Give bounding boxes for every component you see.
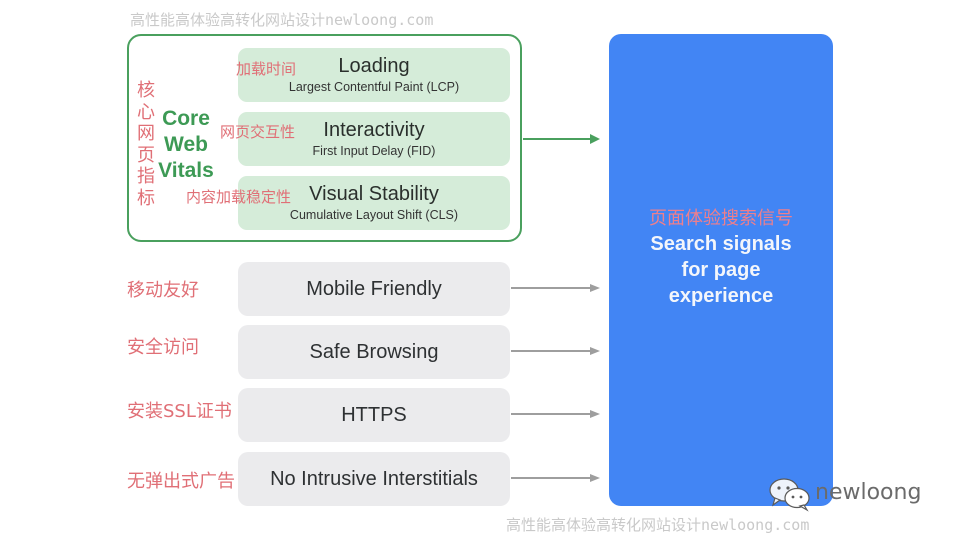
core-web-vitals-label-en: Core Web Vitals: [157, 106, 215, 184]
metric-interactivity: Interactivity First Input Delay (FID): [238, 112, 510, 166]
signal-label-cn: 移动友好: [127, 280, 199, 301]
signal-title: No Intrusive Interstitials: [270, 467, 478, 490]
metric-loading: Loading Largest Contentful Paint (LCP): [238, 48, 510, 102]
watermark-top: 高性能高体验高转化网站设计newloong.com: [130, 11, 434, 29]
signal-https: HTTPS: [238, 388, 510, 442]
search-signals-label-en: Search signals for page experience: [609, 231, 833, 309]
target-line: for page: [681, 259, 761, 281]
metric-title: Loading: [338, 55, 410, 77]
signal-label-cn: 安装SSL证书: [127, 401, 232, 422]
metric-label-cn: 网页交互性: [220, 123, 296, 141]
metric-title: Visual Stability: [309, 183, 439, 205]
core-web-vitals-label-cn: 核心网页指标: [137, 80, 155, 209]
signal-label-cn: 无弹出式广告: [127, 471, 235, 492]
metric-title: Interactivity: [323, 119, 425, 141]
target-line: Search signals: [650, 233, 792, 255]
arrow-safe-browsing: [511, 347, 600, 355]
arrow-no-intrusive-interstitials: [511, 474, 600, 482]
search-signals-label-cn: 页面体验搜索信号: [649, 208, 793, 228]
signal-safe-browsing: Safe Browsing: [238, 325, 510, 379]
wechat-icon: [769, 478, 810, 512]
cwv-line: Core: [162, 107, 210, 130]
cwv-line: Vitals: [158, 159, 214, 182]
metric-subtitle: Cumulative Layout Shift (CLS): [289, 208, 459, 222]
signal-title: Safe Browsing: [309, 340, 439, 363]
signal-title: HTTPS: [341, 403, 407, 426]
search-signals-box: [609, 34, 833, 506]
metric-visual-stability: Visual Stability Cumulative Layout Shift…: [238, 176, 510, 230]
signal-label-cn: 安全访问: [127, 337, 199, 358]
brand-name: newloong: [815, 480, 922, 505]
metric-label-cn: 加载时间: [236, 60, 297, 78]
metric-subtitle: First Input Delay (FID): [312, 144, 436, 158]
arrow-https: [511, 410, 600, 418]
signal-mobile-friendly: Mobile Friendly: [238, 262, 510, 316]
metric-label-cn: 内容加载稳定性: [186, 188, 292, 206]
target-line: experience: [668, 285, 774, 307]
arrow-core-web-vitals: [523, 134, 600, 144]
core-web-vitals-group: [127, 34, 522, 242]
arrow-mobile-friendly: [511, 284, 600, 292]
signal-no-intrusive-interstitials: No Intrusive Interstitials: [238, 452, 510, 506]
watermark-bottom: 高性能高体验高转化网站设计newloong.com: [506, 516, 810, 534]
cwv-line: Web: [164, 133, 208, 156]
signal-title: Mobile Friendly: [306, 277, 442, 300]
metric-subtitle: Largest Contentful Paint (LCP): [288, 80, 460, 94]
